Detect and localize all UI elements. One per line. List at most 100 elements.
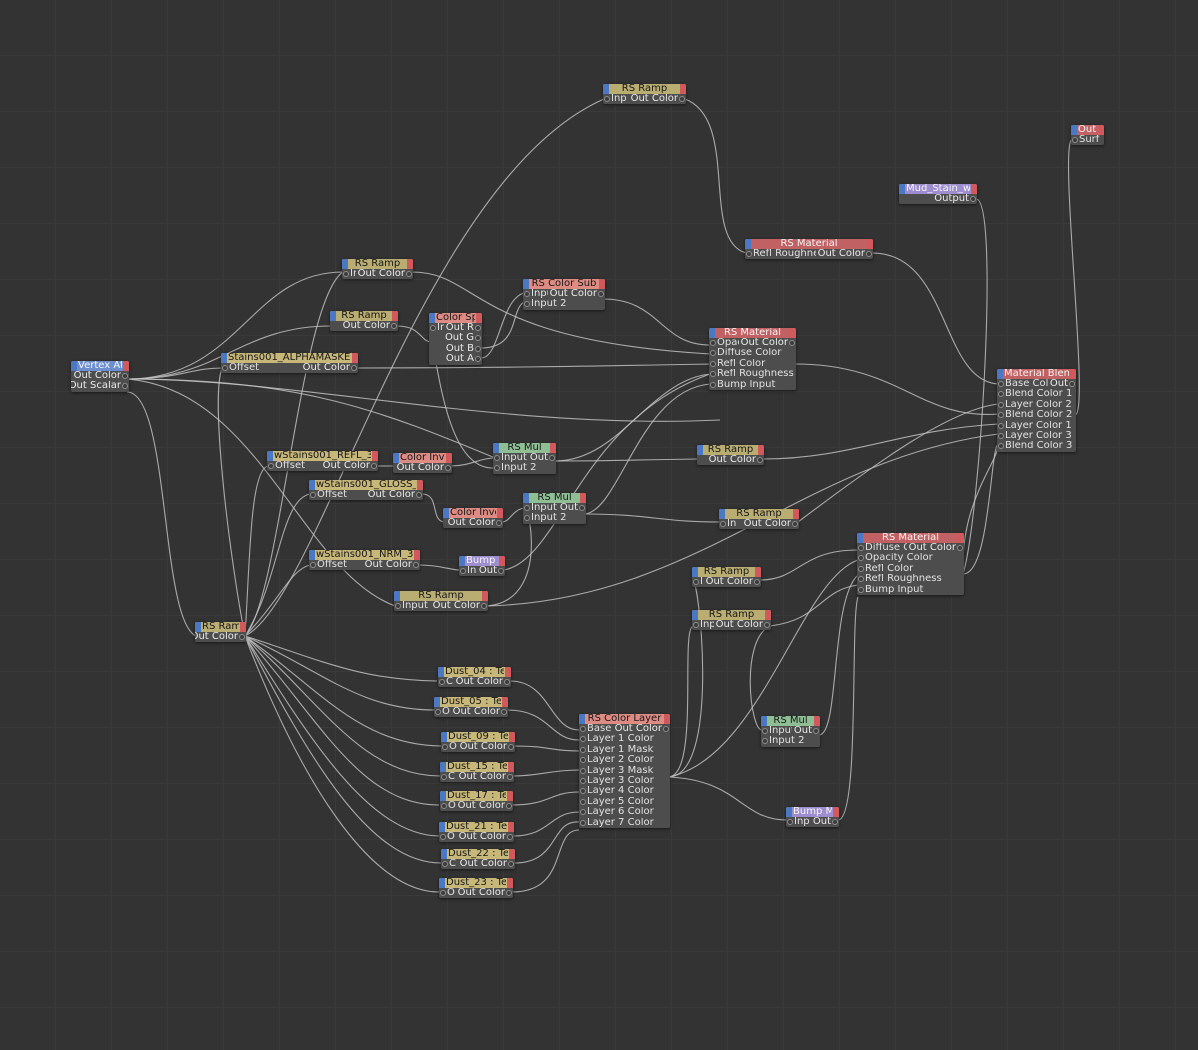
node-header[interactable]: RS Color Layer xyxy=(579,714,670,724)
input-port-icon[interactable] xyxy=(998,381,1004,387)
input-port-icon[interactable] xyxy=(441,803,447,809)
output-port-icon[interactable] xyxy=(508,861,514,867)
input-port-icon[interactable] xyxy=(580,777,586,784)
input-port-icon[interactable] xyxy=(524,515,530,522)
output-port-icon[interactable] xyxy=(1069,381,1075,387)
input-port-icon[interactable] xyxy=(998,391,1004,398)
node-header[interactable]: RS Ramp xyxy=(692,610,771,620)
input-port-icon[interactable] xyxy=(858,586,864,593)
output-port-icon[interactable] xyxy=(416,492,422,498)
node-header[interactable]: Dust_23 : Te xyxy=(439,878,513,888)
node-mud-stain[interactable]: Mud_Stain_wbhOutput xyxy=(899,184,977,205)
output-port-icon[interactable] xyxy=(813,728,819,734)
input-port-icon[interactable] xyxy=(998,422,1004,429)
input-port-icon[interactable] xyxy=(580,788,586,795)
output-port-icon[interactable] xyxy=(866,251,872,257)
input-port-icon[interactable] xyxy=(787,819,793,825)
input-port-icon[interactable] xyxy=(710,350,716,357)
node-header[interactable]: Dust_17 : Te xyxy=(440,791,513,801)
output-port-icon[interactable] xyxy=(506,803,512,809)
input-port-icon[interactable] xyxy=(524,505,530,511)
input-port-icon[interactable] xyxy=(1072,137,1078,143)
input-port-icon[interactable] xyxy=(858,545,864,551)
input-port-icon[interactable] xyxy=(430,325,436,331)
node-header[interactable]: RS Mul xyxy=(523,493,586,503)
output-port-icon[interactable] xyxy=(475,335,481,342)
node-header[interactable]: Bump Map xyxy=(459,556,505,566)
input-port-icon[interactable] xyxy=(441,774,447,780)
input-port-icon[interactable] xyxy=(442,744,448,750)
input-port-icon[interactable] xyxy=(746,251,752,257)
output-port-icon[interactable] xyxy=(579,505,585,511)
output-port-icon[interactable] xyxy=(475,356,481,363)
node-header[interactable]: wStains001_NRM_3k xyxy=(309,550,420,560)
input-port-icon[interactable] xyxy=(440,834,446,840)
output-port-icon[interactable] xyxy=(663,726,669,732)
node-header[interactable]: Dust_09 : Te xyxy=(441,732,515,742)
input-port-icon[interactable] xyxy=(998,443,1004,450)
output-port-icon[interactable] xyxy=(508,744,514,750)
input-port-icon[interactable] xyxy=(762,728,768,734)
output-port-icon[interactable] xyxy=(501,709,507,715)
node-header[interactable]: RS Material xyxy=(857,533,964,543)
input-port-icon[interactable] xyxy=(439,679,445,685)
output-port-icon[interactable] xyxy=(498,568,504,574)
input-port-icon[interactable] xyxy=(580,767,586,774)
node-bump-map-a[interactable]: Bump MapInOut xyxy=(459,556,505,577)
output-port-icon[interactable] xyxy=(792,521,798,527)
node-header[interactable]: wStains001_REFL_3k xyxy=(267,451,378,461)
input-port-icon[interactable] xyxy=(580,746,586,753)
input-port-icon[interactable] xyxy=(693,579,699,585)
output-port-icon[interactable] xyxy=(475,345,481,352)
node-header[interactable]: RS Color Sub xyxy=(523,279,605,289)
output-port-icon[interactable] xyxy=(507,774,513,780)
node-header[interactable]: Color Splitter xyxy=(429,313,482,323)
input-port-icon[interactable] xyxy=(710,381,716,388)
input-port-icon[interactable] xyxy=(604,96,610,102)
input-port-icon[interactable] xyxy=(494,465,500,472)
node-header[interactable]: RS Ramp xyxy=(342,259,413,269)
node-header[interactable]: Color Invert xyxy=(393,453,452,463)
output-port-icon[interactable] xyxy=(504,679,510,685)
node-header[interactable]: RS Material xyxy=(709,328,796,338)
node-header[interactable]: Vertex Attribute xyxy=(71,361,129,371)
input-port-icon[interactable] xyxy=(494,455,500,461)
output-port-icon[interactable] xyxy=(549,455,555,461)
node-header[interactable]: RS Mul xyxy=(493,443,556,453)
input-port-icon[interactable] xyxy=(762,738,768,745)
output-port-icon[interactable] xyxy=(475,325,481,331)
node-header[interactable]: Mud_Stain_wbh xyxy=(899,184,977,194)
output-port-icon[interactable] xyxy=(832,819,838,825)
input-port-icon[interactable] xyxy=(710,360,716,367)
input-port-icon[interactable] xyxy=(580,809,586,816)
input-port-icon[interactable] xyxy=(460,568,466,574)
input-port-icon[interactable] xyxy=(710,340,716,346)
input-port-icon[interactable] xyxy=(580,736,586,743)
input-port-icon[interactable] xyxy=(310,492,316,498)
input-port-icon[interactable] xyxy=(998,412,1004,419)
input-port-icon[interactable] xyxy=(580,798,586,805)
node-bump-map-b[interactable]: Bump MapInpOut xyxy=(786,807,839,828)
output-port-icon[interactable] xyxy=(598,291,604,297)
input-port-icon[interactable] xyxy=(524,301,530,308)
node-header[interactable]: Dust_05 : Te xyxy=(434,697,508,707)
node-color-invert-b[interactable]: Color InvertOut Color xyxy=(443,508,503,529)
node-header[interactable]: RS Ramp xyxy=(692,567,761,577)
